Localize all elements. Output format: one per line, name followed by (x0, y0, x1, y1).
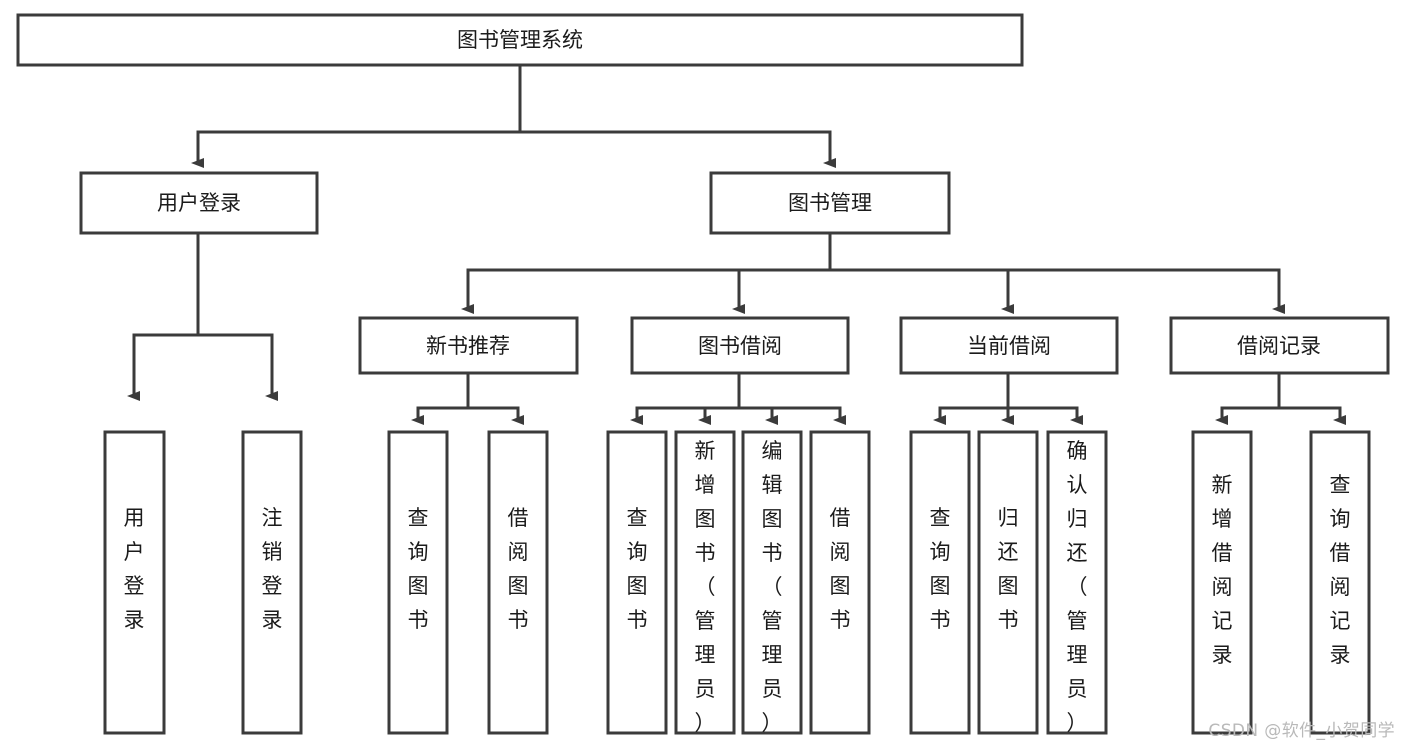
node-user-login-box[interactable] (79, 171, 319, 235)
leaf-query-record-label: 查询借阅记录 (1330, 473, 1351, 667)
node-book-borrow-label: 图书借阅 (698, 334, 782, 358)
leaf-node[interactable]: 用户登录 (103, 430, 166, 735)
node-book-borrow[interactable]: 图书借阅 (630, 316, 850, 375)
leaf-borrow-book-1-box[interactable] (487, 430, 549, 735)
leaf-node[interactable]: 注销登录 (241, 430, 303, 735)
leaf-user-logout-box[interactable] (241, 430, 303, 735)
node-user-login-label: 用户登录 (157, 191, 241, 215)
node-book-management[interactable]: 图书管理 (709, 171, 951, 235)
leaf-node[interactable]: 借阅图书 (809, 430, 871, 735)
leaf-confirm-return-box[interactable] (1046, 430, 1108, 735)
leaf-query-book-3-label: 查询图书 (930, 506, 951, 632)
leaf-node[interactable]: 编辑图书（管理员） (741, 430, 803, 735)
node-book-management-box[interactable] (709, 171, 951, 235)
node-book-borrow-box[interactable] (630, 316, 850, 375)
leaf-return-book-box[interactable] (977, 430, 1039, 735)
leaf-node[interactable]: 新增借阅记录 (1191, 430, 1253, 735)
node-current-borrow-box[interactable] (899, 316, 1119, 375)
leaf-add-book-label: 新增图书（管理员） (695, 439, 716, 735)
node-root[interactable]: 图书管理系统 (16, 13, 1024, 67)
leaf-node[interactable]: 确认归还（管理员） (1046, 430, 1108, 735)
leaf-user-login-box[interactable] (103, 430, 166, 735)
node-borrow-record-label: 借阅记录 (1237, 334, 1321, 358)
leaf-add-book-box[interactable] (674, 430, 736, 735)
leaf-borrow-book-2-box[interactable] (809, 430, 871, 735)
leaf-borrow-book-2-label: 借阅图书 (830, 506, 851, 632)
leaf-query-book-1-box[interactable] (387, 430, 449, 735)
leaf-node[interactable]: 归还图书 (977, 430, 1039, 735)
leaf-edit-book-box[interactable] (741, 430, 803, 735)
leaf-node[interactable]: 查询图书 (387, 430, 449, 735)
node-borrow-record[interactable]: 借阅记录 (1169, 316, 1390, 375)
leaf-add-record-box[interactable] (1191, 430, 1253, 735)
leaf-query-book-1-label: 查询图书 (408, 506, 429, 632)
node-new-book-recommend-box[interactable] (358, 316, 579, 375)
node-current-borrow[interactable]: 当前借阅 (899, 316, 1119, 375)
leaf-query-book-2-box[interactable] (606, 430, 668, 735)
leaf-node[interactable]: 查询图书 (909, 430, 971, 735)
edge-layer (127, 63, 1346, 425)
node-new-book-recommend-label: 新书推荐 (426, 334, 510, 358)
node-current-borrow-label: 当前借阅 (967, 334, 1051, 358)
leaf-user-logout-label: 注销登录 (262, 506, 283, 632)
node-root-box[interactable] (16, 13, 1024, 67)
node-borrow-record-box[interactable] (1169, 316, 1390, 375)
leaf-node[interactable]: 查询图书 (606, 430, 668, 735)
leaf-node[interactable]: 新增图书（管理员） (674, 430, 736, 735)
leaf-borrow-book-1-label: 借阅图书 (508, 506, 529, 632)
leaf-user-login-label: 用户登录 (124, 506, 145, 632)
leaf-node[interactable]: 借阅图书 (487, 430, 549, 735)
node-root-label: 图书管理系统 (457, 28, 583, 52)
node-user-login[interactable]: 用户登录 (79, 171, 319, 235)
leaf-edit-book-label: 编辑图书（管理员） (762, 439, 783, 735)
leaf-node[interactable]: 查询借阅记录 (1309, 430, 1371, 735)
node-book-management-label: 图书管理 (788, 191, 872, 215)
leaf-add-record-label: 新增借阅记录 (1212, 473, 1233, 667)
node-new-book-recommend[interactable]: 新书推荐 (358, 316, 579, 375)
leaf-confirm-return-label: 确认归还（管理员） (1067, 439, 1088, 735)
leaf-query-book-2-label: 查询图书 (627, 506, 648, 632)
leaf-query-record-box[interactable] (1309, 430, 1371, 735)
leaf-return-book-label: 归还图书 (998, 506, 1019, 632)
leaf-query-book-3-box[interactable] (909, 430, 971, 735)
